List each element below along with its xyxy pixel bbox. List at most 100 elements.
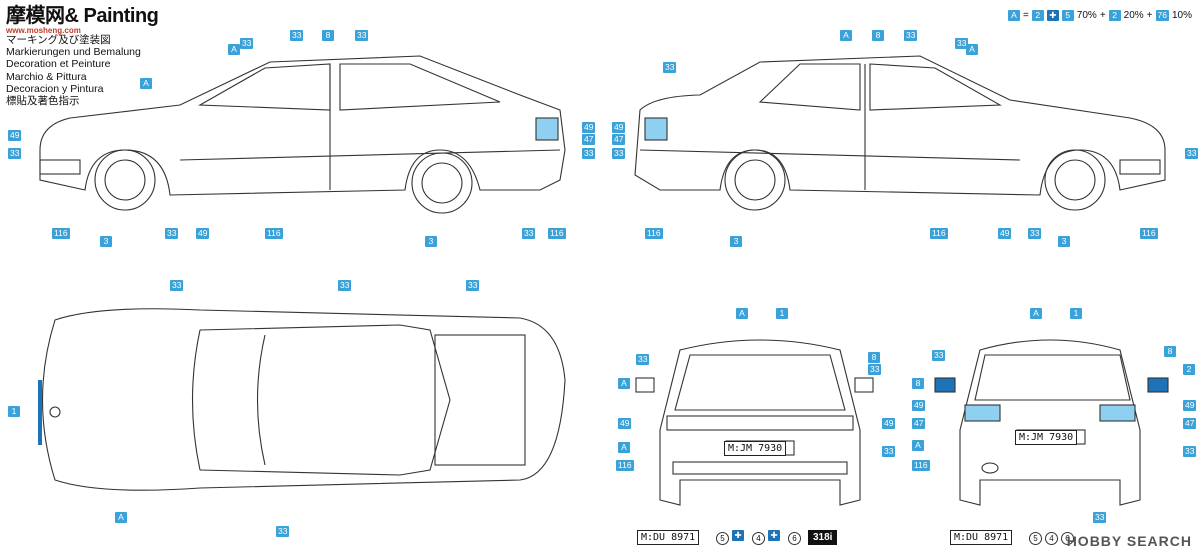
callout-tag: 3 bbox=[425, 236, 437, 247]
subtitle-line: Marchio & Pittura bbox=[6, 70, 87, 83]
side-view-left bbox=[39, 55, 566, 214]
callout-tag: 33 bbox=[1028, 228, 1042, 239]
legend-plus2: + bbox=[1146, 10, 1153, 21]
front-plate-alt: M:DU 8971 bbox=[637, 530, 700, 545]
callout-tag: 8 bbox=[322, 30, 334, 41]
callout-tag: 33 bbox=[868, 364, 882, 375]
legend-n5: 5 bbox=[1061, 10, 1074, 21]
rear-plate: M:JM 7930 bbox=[1015, 430, 1078, 445]
callout-tag: 33 bbox=[904, 30, 918, 41]
callout-tag: 1 bbox=[1070, 308, 1082, 319]
callout-tag: 49 bbox=[882, 418, 896, 429]
callout-tag: 116 bbox=[265, 228, 283, 239]
callout-tag: 1 bbox=[8, 406, 20, 417]
callout-tag: 8 bbox=[912, 378, 924, 389]
num-circle: 5 bbox=[716, 532, 729, 545]
callout-tag: 47 bbox=[612, 134, 626, 145]
paint-mix-icon: ✚ bbox=[1046, 10, 1059, 21]
callout-tag: 116 bbox=[1140, 228, 1158, 239]
callout-tag: 3 bbox=[100, 236, 112, 247]
legend-n2: 2 bbox=[1031, 10, 1044, 21]
paint-mix-icon: ✚ bbox=[768, 530, 780, 541]
callout-tag: A bbox=[140, 78, 152, 89]
watermark: HOBBY SEARCH bbox=[1066, 533, 1192, 549]
callout-tag: 49 bbox=[1183, 400, 1197, 411]
callout-tag: A bbox=[966, 44, 978, 55]
legend-plus: + bbox=[1099, 10, 1106, 21]
callout-tag: 47 bbox=[912, 418, 926, 429]
title-text: & Painting bbox=[64, 5, 159, 27]
callout-tag: 49 bbox=[998, 228, 1012, 239]
callout-tag: 49 bbox=[8, 130, 22, 141]
callout-tag: 33 bbox=[290, 30, 304, 41]
callout-tag: 116 bbox=[912, 460, 930, 471]
callout-tag: 33 bbox=[355, 30, 369, 41]
legend-eq: = bbox=[1022, 10, 1029, 21]
callout-tag: 47 bbox=[582, 134, 596, 145]
callout-tag: 33 bbox=[1093, 512, 1107, 523]
callout-tag: 3 bbox=[730, 236, 742, 247]
callout-tag: A bbox=[1030, 308, 1042, 319]
callout-tag: 33 bbox=[636, 354, 650, 365]
front-plate: M:JM 7930 bbox=[724, 441, 787, 456]
multilang-subtitle: マーキング及び塗装図 Markierungen und Bemalung Dec… bbox=[6, 34, 141, 107]
callout-tag: 33 bbox=[582, 148, 596, 159]
watermark-site: www.mosheng.com bbox=[6, 26, 81, 35]
callout-tag: 116 bbox=[616, 460, 634, 471]
subtitle-line: Decoration et Peinture bbox=[6, 58, 111, 71]
callout-tag: 49 bbox=[618, 418, 632, 429]
callout-tag: A bbox=[840, 30, 852, 41]
callout-tag: 33 bbox=[276, 526, 290, 537]
watermark-cn: 摩模网 bbox=[6, 5, 65, 27]
legend-n76: 76 bbox=[1155, 10, 1169, 21]
callout-tag: 33 bbox=[663, 62, 677, 73]
callout-tag: 33 bbox=[932, 350, 946, 361]
callout-tag: 33 bbox=[170, 280, 184, 291]
callout-tag: 33 bbox=[165, 228, 179, 239]
callout-tag: 49 bbox=[612, 122, 626, 133]
callout-tag: 33 bbox=[522, 228, 536, 239]
callout-tag: 116 bbox=[930, 228, 948, 239]
callout-tag: A bbox=[736, 308, 748, 319]
callout-tag: 47 bbox=[1183, 418, 1197, 429]
callout-tag: 1 bbox=[776, 308, 788, 319]
header-title: 摩模网& Painting www.mosheng.com bbox=[6, 5, 159, 35]
legend-a-tag: A bbox=[1007, 10, 1020, 21]
callout-tag: 33 bbox=[955, 38, 969, 49]
callout-tag: 3 bbox=[1058, 236, 1070, 247]
rear-view bbox=[934, 339, 1169, 506]
callout-tag: 49 bbox=[196, 228, 210, 239]
num-circle: 4 bbox=[752, 532, 765, 545]
callout-tag: 8 bbox=[872, 30, 884, 41]
callout-tag: 33 bbox=[466, 280, 480, 291]
num-circle: 6 bbox=[1061, 532, 1074, 545]
paint-mix-icon: ✚ bbox=[732, 530, 744, 541]
callout-tag: 33 bbox=[1183, 446, 1197, 457]
legend-pct2: 20% bbox=[1123, 10, 1144, 21]
legend-pct1: 70% bbox=[1076, 10, 1097, 21]
legend-n2b: 2 bbox=[1108, 10, 1121, 21]
callout-tag: 2 bbox=[1183, 364, 1195, 375]
callout-tag: 116 bbox=[645, 228, 663, 239]
callout-tag: 8 bbox=[868, 352, 880, 363]
callout-tag: A bbox=[228, 44, 240, 55]
callout-tag: A bbox=[115, 512, 127, 523]
callout-tag: 33 bbox=[882, 446, 896, 457]
model-badge: 318i bbox=[808, 530, 838, 545]
callout-tag: 116 bbox=[52, 228, 70, 239]
color-mix-legend: A = 2 ✚ 5 70% + 2 20% + 76 10% bbox=[1007, 10, 1192, 21]
subtitle-line: マーキング及び塗装図 bbox=[6, 34, 111, 46]
rear-plate-alt: M:DU 8971 bbox=[950, 530, 1013, 545]
callout-tag: 33 bbox=[8, 148, 22, 159]
callout-tag: 33 bbox=[240, 38, 254, 49]
callout-tag: 8 bbox=[1164, 346, 1176, 357]
callout-tag: 33 bbox=[338, 280, 352, 291]
subtitle-line: Decoracion y Pintura bbox=[6, 82, 104, 95]
num-circle: 5 bbox=[1029, 532, 1042, 545]
callout-tag: 33 bbox=[1185, 148, 1199, 159]
num-circle: 4 bbox=[1045, 532, 1058, 545]
callout-tag: 49 bbox=[582, 122, 596, 133]
callout-tag: A bbox=[912, 440, 924, 451]
legend-pct3: 10% bbox=[1171, 10, 1192, 21]
